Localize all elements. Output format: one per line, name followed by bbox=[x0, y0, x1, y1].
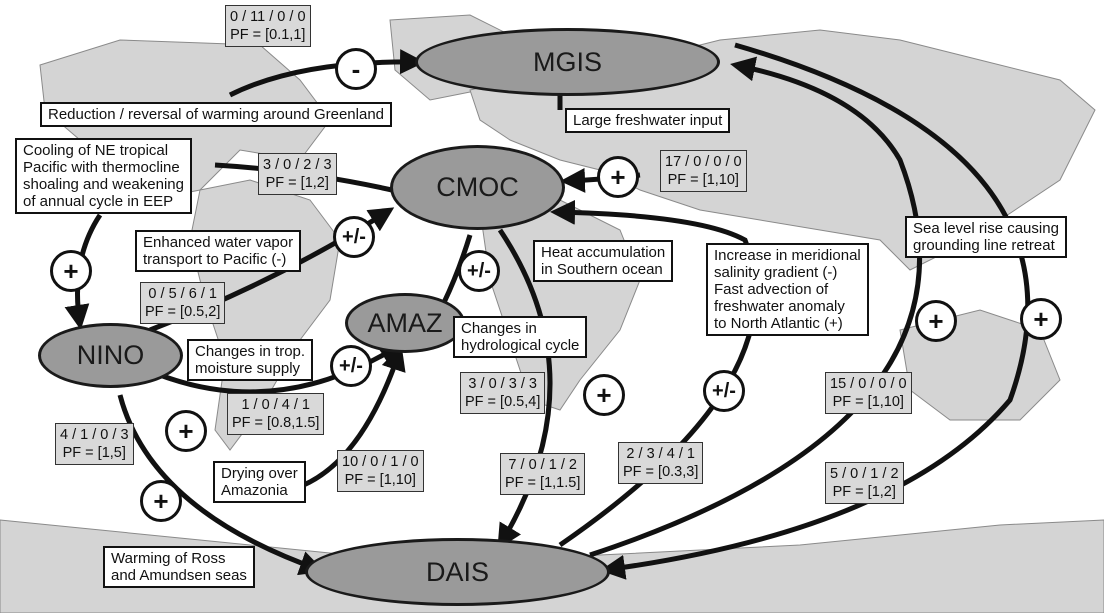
node-nino-label: NINO bbox=[76, 340, 145, 370]
sign-plus-cmoc-dais: + bbox=[583, 374, 625, 416]
stat-dais-mgis: 15 / 0 / 0 / 0 PF = [1,10] bbox=[825, 372, 912, 414]
stat-pf: PF = [0.1,1] bbox=[230, 27, 306, 43]
stat-pf: PF = [0.5,2] bbox=[145, 304, 221, 320]
stat-dais-amaz: 10 / 0 / 1 / 0 PF = [1,10] bbox=[337, 450, 424, 492]
desc-moisture-supply: Changes in trop. moisture supply bbox=[187, 339, 314, 381]
stat-dais-cmoc: 2 / 3 / 4 / 1 PF = [0.3,3] bbox=[618, 442, 704, 484]
stat-pf: PF = [1,2] bbox=[832, 484, 896, 500]
stat-counts: 3 / 0 / 3 / 3 bbox=[468, 376, 537, 392]
desc-water-vapor: Enhanced water vapor transport to Pacifi… bbox=[135, 230, 302, 272]
desc-greenland-warming: Reduction / reversal of warming around G… bbox=[40, 102, 393, 127]
desc-heat-southern-ocean: Heat accumulation in Southern ocean bbox=[533, 240, 674, 282]
stat-pf: PF = [0.8,1.5] bbox=[232, 415, 320, 431]
node-dais-label: DAIS bbox=[425, 556, 490, 587]
sign-plusminus-nino-amaz: +/- bbox=[330, 345, 372, 387]
node-cmoc-label: CMOC bbox=[436, 172, 519, 202]
stat-cmoc-amaz: 3 / 0 / 3 / 3 PF = [0.5,4] bbox=[460, 372, 546, 414]
arrow-dais-to-amaz bbox=[289, 345, 406, 493]
sign-minus-cmoc-mgis: - bbox=[335, 48, 377, 90]
arrow-mgis-to-dais bbox=[600, 42, 1031, 580]
stat-counts: 4 / 1 / 0 / 3 bbox=[60, 427, 129, 443]
node-amaz: AMAZ bbox=[345, 293, 465, 353]
stat-cmoc-mgis: 0 / 11 / 0 / 0 PF = [0.1,1] bbox=[225, 5, 311, 47]
stat-nino-amaz: 1 / 0 / 4 / 1 PF = [0.8,1.5] bbox=[227, 393, 325, 435]
node-dais: DAIS bbox=[305, 538, 610, 606]
sign-plus-dais-mgis: + bbox=[915, 300, 957, 342]
arrow-cmoc-to-mgis bbox=[228, 49, 425, 98]
sign-plus-mgis-dais: + bbox=[1020, 298, 1062, 340]
stat-nino-cmoc-a: 3 / 0 / 2 / 3 PF = [1,2] bbox=[258, 153, 337, 195]
sign-plus-nino-dais: + bbox=[140, 480, 182, 522]
stat-counts: 2 / 3 / 4 / 1 bbox=[626, 446, 695, 462]
stat-pf: PF = [1,2] bbox=[265, 175, 329, 191]
sign-plus-cmoc-nino: + bbox=[50, 250, 92, 292]
node-mgis-label: MGIS bbox=[532, 46, 602, 77]
stat-cmoc-dais: 7 / 0 / 1 / 2 PF = [1,1.5] bbox=[500, 453, 586, 495]
desc-sea-level-rise: Sea level rise causing grounding line re… bbox=[905, 216, 1067, 258]
stat-pf: PF = [1,10] bbox=[832, 394, 904, 410]
desc-ne-pacific-cooling: Cooling of NE tropical Pacific with ther… bbox=[15, 138, 192, 214]
arrow-cmoc-to-dais bbox=[497, 228, 553, 550]
desc-salinity-gradient: Increase in meridional salinity gradient… bbox=[706, 243, 869, 336]
desc-ross-amundsen: Warming of Ross and Amundsen seas bbox=[103, 546, 255, 588]
stat-counts: 0 / 11 / 0 / 0 bbox=[230, 9, 306, 25]
stat-pf: PF = [1,10] bbox=[344, 472, 416, 488]
sign-plusminus-nino-cmoc: +/- bbox=[333, 216, 375, 258]
stat-nino-dais: 4 / 1 / 0 / 3 PF = [1,5] bbox=[55, 423, 134, 465]
stat-counts: 10 / 0 / 1 / 0 bbox=[342, 454, 419, 470]
stat-counts: 3 / 0 / 2 / 3 bbox=[263, 157, 332, 173]
desc-hydrological-cycle: Changes in hydrological cycle bbox=[453, 316, 588, 358]
sign-plusminus-dais-cmoc: +/- bbox=[703, 370, 745, 412]
stat-nino-cmoc-b: 0 / 5 / 6 / 1 PF = [0.5,2] bbox=[140, 282, 226, 324]
stat-counts: 15 / 0 / 0 / 0 bbox=[830, 376, 907, 392]
node-mgis: MGIS bbox=[415, 28, 720, 96]
stat-pf: PF = [1,5] bbox=[62, 445, 126, 461]
node-amaz-label: AMAZ bbox=[367, 307, 443, 338]
sign-plusminus-cmoc-amaz: +/- bbox=[458, 250, 500, 292]
stat-pf: PF = [1,10] bbox=[667, 172, 739, 188]
desc-freshwater-input: Large freshwater input bbox=[565, 108, 731, 133]
sign-plus-mgis-cmoc: + bbox=[597, 156, 639, 198]
stat-counts: 17 / 0 / 0 / 0 bbox=[665, 154, 742, 170]
desc-drying-amazonia: Drying over Amazonia bbox=[213, 461, 306, 503]
node-cmoc: CMOC bbox=[390, 145, 565, 230]
sign-plus-nino-drying: + bbox=[165, 410, 207, 452]
stat-counts: 7 / 0 / 1 / 2 bbox=[508, 457, 577, 473]
stat-pf: PF = [0.5,4] bbox=[465, 394, 541, 410]
stat-mgis-dais: 5 / 0 / 1 / 2 PF = [1,2] bbox=[825, 462, 904, 504]
stat-counts: 5 / 0 / 1 / 2 bbox=[830, 466, 899, 482]
stat-pf: PF = [1,1.5] bbox=[505, 475, 581, 491]
stat-mgis-cmoc: 17 / 0 / 0 / 0 PF = [1,10] bbox=[660, 150, 747, 192]
node-nino: NINO bbox=[38, 323, 183, 388]
stat-pf: PF = [0.3,3] bbox=[623, 464, 699, 480]
stat-counts: 0 / 5 / 6 / 1 bbox=[148, 286, 217, 302]
stat-counts: 1 / 0 / 4 / 1 bbox=[241, 397, 310, 413]
